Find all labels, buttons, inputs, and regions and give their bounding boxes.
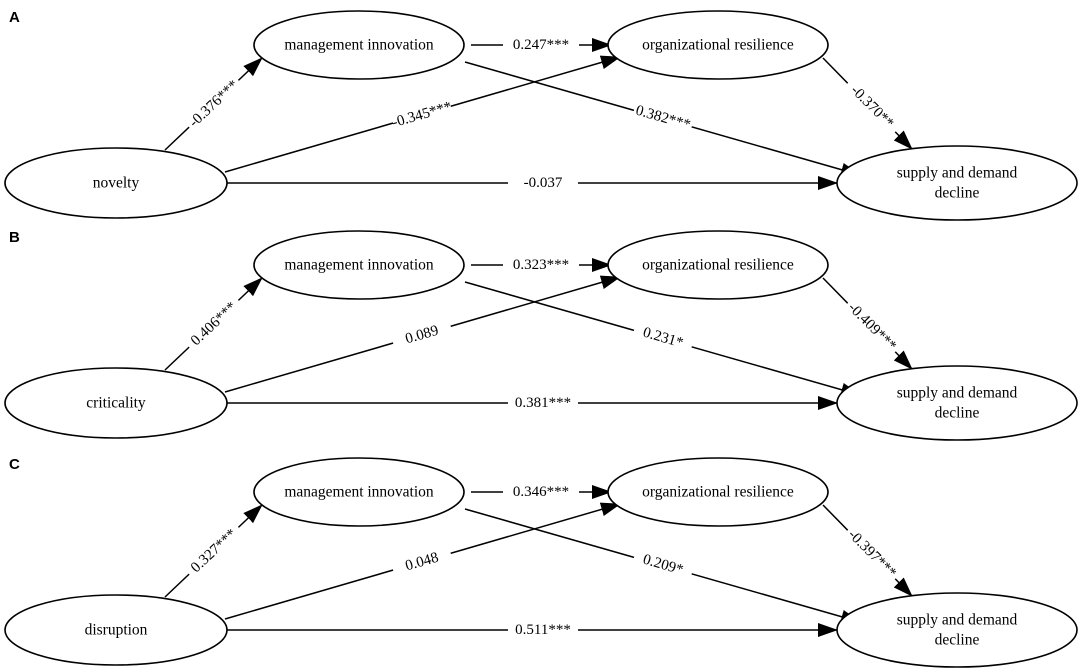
panel-letter: B: [9, 229, 20, 246]
resilience-to-outcome-coefficient: -0.409***: [845, 300, 900, 355]
resilience-to-outcome-label-group: -0.409***: [841, 296, 903, 358]
outcome-node-label: supply and demand: [897, 165, 1018, 182]
mediator-node-label: management innovation: [284, 484, 434, 501]
resilience-node: organizational resilience: [607, 230, 829, 300]
source-to-mediator-label-group: -0.376***: [182, 74, 246, 134]
source-to-outcome-label-group: 0.381***: [508, 394, 578, 412]
resilience-to-outcome-label-group: -0.370**: [841, 76, 903, 138]
source-to-resilience-label-background: [390, 545, 454, 579]
resilience-to-outcome-label-background: [841, 76, 903, 138]
resilience-to-outcome-label-group: -0.397***: [841, 523, 903, 585]
source-to-resilience-label-group: 0.048: [390, 545, 454, 579]
outcome-node-ellipse: [836, 145, 1078, 221]
source-to-outcome-label-group: 0.511***: [508, 621, 578, 639]
mediator-to-resilience-label-background: [503, 483, 579, 501]
outcome-node-label: supply and demand: [897, 385, 1018, 402]
source-to-resilience-coefficient: -0.345***: [390, 99, 453, 131]
resilience-node: organizational resilience: [607, 10, 829, 80]
source-to-outcome-label-background: [508, 394, 578, 412]
source-to-outcome-label-group: -0.037: [508, 174, 578, 192]
mediator-node-label: management innovation: [284, 37, 434, 54]
panel-c: C 0.327*** 0.346*** 0.048 0.209* -0.397*** 0.5…: [4, 456, 1078, 668]
mediator-to-outcome-label-background: [631, 101, 695, 135]
source-to-mediator-label-background: [182, 521, 246, 581]
mediator-to-outcome-coefficient: 0.382***: [634, 103, 692, 134]
source-node: disruption: [4, 594, 228, 666]
outcome-node-label: decline: [935, 185, 980, 202]
source-to-mediator-coefficient: 0.406***: [188, 299, 240, 349]
source-to-mediator-label-background: [182, 74, 246, 134]
source-to-mediator-label-group: 0.406***: [182, 294, 246, 354]
source-node: criticality: [4, 367, 228, 439]
source-node-label: disruption: [85, 622, 148, 639]
source-to-outcome-coefficient: -0.037: [524, 175, 563, 191]
source-to-resilience-label-group: 0.089: [390, 318, 454, 352]
source-node-label: criticality: [86, 395, 146, 412]
mediator-to-resilience-label-group: 0.247***: [503, 36, 579, 54]
resilience-to-outcome-label-background: [841, 296, 903, 358]
mediator-to-outcome-label-group: 0.382***: [631, 101, 695, 135]
resilience-node-label: organizational resilience: [642, 484, 794, 501]
resilience-node-ellipse: [607, 10, 829, 80]
source-node: novelty: [4, 147, 228, 219]
panel-b: B 0.406*** 0.323*** 0.089 0.231* -0.409*** 0.3…: [4, 229, 1078, 441]
outcome-node: supply and demand decline: [836, 145, 1078, 221]
source-to-outcome-coefficient: 0.511***: [515, 622, 571, 638]
mediator-to-outcome-label-group: 0.209*: [631, 548, 695, 582]
mediator-to-resilience-label-group: 0.323***: [503, 256, 579, 274]
mediator-to-resilience-label-group: 0.346***: [503, 483, 579, 501]
resilience-node-ellipse: [607, 230, 829, 300]
source-to-outcome-label-background: [508, 621, 578, 639]
source-to-mediator-coefficient: 0.327***: [188, 526, 240, 576]
mediator-to-resilience-coefficient: 0.247***: [513, 37, 569, 53]
mediator-to-outcome-label-background: [631, 321, 695, 355]
source-to-mediator-label-background: [182, 294, 246, 354]
source-to-outcome-coefficient: 0.381***: [515, 395, 571, 411]
panel-letter: C: [9, 456, 20, 473]
outcome-node-ellipse: [836, 592, 1078, 668]
source-to-mediator-label-group: 0.327***: [182, 521, 246, 581]
outcome-node-ellipse: [836, 365, 1078, 441]
outcome-node: supply and demand decline: [836, 592, 1078, 668]
mediator-node-ellipse: [253, 457, 465, 527]
resilience-node-label: organizational resilience: [642, 37, 794, 54]
mediator-node-label: management innovation: [284, 257, 434, 274]
mediator-node: management innovation: [253, 457, 465, 527]
source-node-ellipse: [4, 147, 228, 219]
resilience-node-label: organizational resilience: [642, 257, 794, 274]
panel-a: A -0.376*** 0.247*** -0.345*** 0.382*** -0.37…: [4, 9, 1078, 221]
mediator-to-resilience-coefficient: 0.346***: [513, 484, 569, 500]
mediator-to-outcome-label-background: [631, 548, 695, 582]
resilience-to-outcome-coefficient: -0.370**: [847, 82, 896, 131]
source-node-label: novelty: [93, 175, 140, 192]
resilience-to-outcome-coefficient: -0.397***: [845, 527, 900, 582]
panel-letter: A: [9, 9, 20, 26]
mediator-node: management innovation: [253, 10, 465, 80]
source-to-resilience-label-background: [390, 98, 454, 132]
outcome-node: supply and demand decline: [836, 365, 1078, 441]
outcome-node-label: decline: [935, 632, 980, 649]
source-to-outcome-label-background: [508, 174, 578, 192]
source-to-resilience-label-background: [390, 318, 454, 352]
mediator-to-outcome-label-group: 0.231*: [631, 321, 695, 355]
source-node-ellipse: [4, 594, 228, 666]
mediator-node-ellipse: [253, 230, 465, 300]
source-to-resilience-label-group: -0.345***: [390, 98, 454, 132]
source-to-mediator-coefficient: -0.376***: [186, 77, 242, 130]
mediator-to-resilience-label-background: [503, 36, 579, 54]
resilience-node: organizational resilience: [607, 457, 829, 527]
outcome-node-label: supply and demand: [897, 612, 1018, 629]
source-node-ellipse: [4, 367, 228, 439]
mediator-node: management innovation: [253, 230, 465, 300]
resilience-node-ellipse: [607, 457, 829, 527]
resilience-to-outcome-label-background: [841, 523, 903, 585]
mediator-node-ellipse: [253, 10, 465, 80]
mediator-to-resilience-label-background: [503, 256, 579, 274]
outcome-node-label: decline: [935, 405, 980, 422]
mediator-to-resilience-coefficient: 0.323***: [513, 257, 569, 273]
